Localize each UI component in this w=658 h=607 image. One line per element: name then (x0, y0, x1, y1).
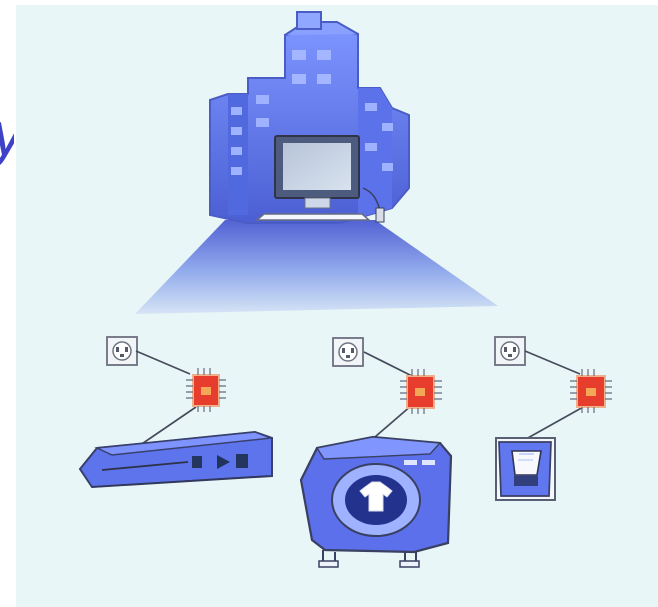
media-player-icon (80, 432, 272, 487)
washing-machine-icon (301, 437, 451, 567)
blender-icon (496, 438, 555, 500)
power-outlet-icon (333, 338, 363, 366)
power-outlet-icon (107, 337, 137, 365)
microchip-icon (186, 368, 226, 412)
microchip-icon (400, 369, 442, 414)
microchip-icon (570, 369, 612, 413)
power-outlet-icon (495, 337, 525, 365)
signal-beam (135, 220, 498, 314)
